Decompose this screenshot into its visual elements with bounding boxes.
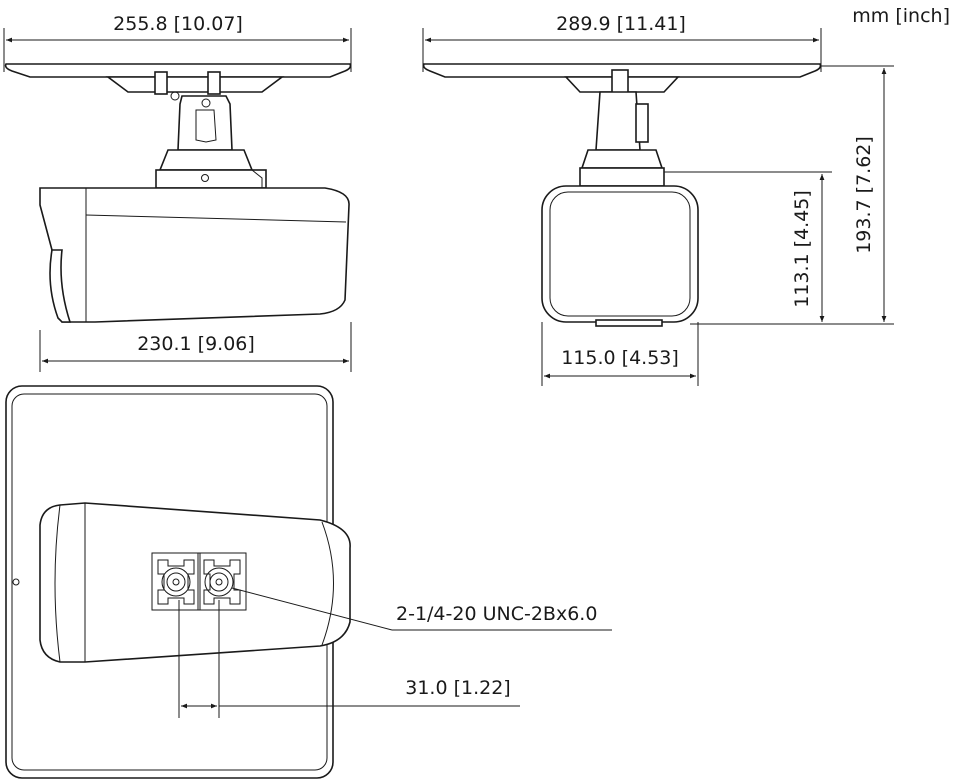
bottom-view: 2-1/4-20 UNC-2Bx6.0 31.0 [1.22]	[5, 385, 612, 779]
bottom-camera-body	[39, 502, 351, 663]
front-view: 289.9 [11.41] 113.1 [4.45] 193.7 [7.62] …	[422, 13, 894, 386]
mount-hole-right	[197, 552, 247, 611]
dim-body-length-label: 230.1 [9.06]	[137, 333, 255, 355]
neck-collar	[158, 149, 254, 171]
dim-overall-height-label: 193.7 [7.62]	[853, 136, 875, 254]
mount-plate	[4, 63, 352, 78]
front-camera-body	[541, 185, 699, 323]
dim-top-left-width-label: 255.8 [10.07]	[113, 13, 243, 35]
dim-hole-spacing-label: 31.0 [1.22]	[405, 677, 510, 699]
front-collar	[580, 149, 664, 169]
dim-top-right-width-label: 289.9 [11.41]	[556, 13, 686, 35]
units-label: mm [inch]	[852, 5, 950, 27]
dim-body-height-label: 113.1 [4.45]	[791, 190, 813, 308]
side-view: 255.8 [10.07] 230.1 [9.06]	[3, 13, 352, 372]
thread-spec-label: 2-1/4-20 UNC-2Bx6.0	[396, 603, 597, 625]
mount-hub	[105, 76, 285, 93]
dim-body-width-label: 115.0 [4.53]	[561, 347, 679, 369]
